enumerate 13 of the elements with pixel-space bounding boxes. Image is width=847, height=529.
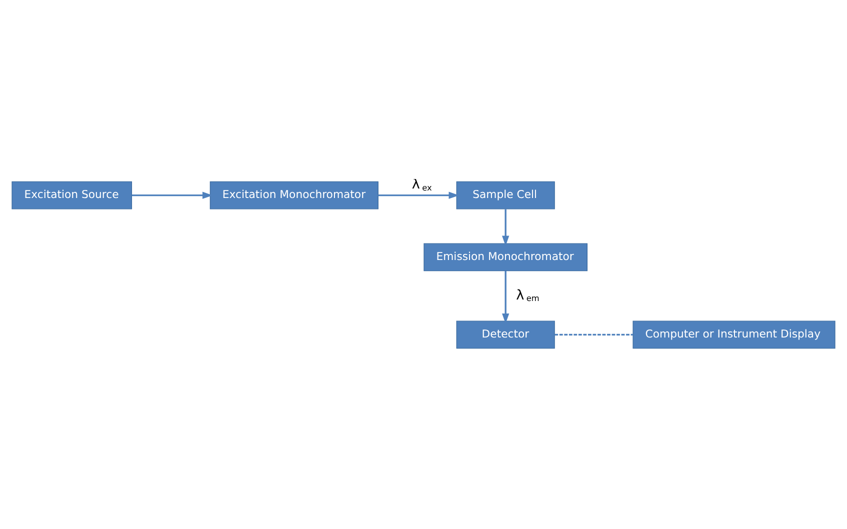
arrow — [378, 191, 459, 198]
edge-label: λem — [516, 286, 540, 303]
node-box: Emission Monochromator — [424, 242, 588, 271]
edge-label: λex — [412, 176, 432, 192]
arrow — [502, 270, 510, 324]
arrow — [502, 208, 510, 246]
node-box: Detector — [456, 320, 555, 348]
node-box: Computer or Instrument Display — [632, 320, 836, 348]
node-box: Excitation Monochromator — [210, 180, 378, 209]
connector — [554, 333, 633, 336]
node-box: Sample Cell — [456, 180, 555, 209]
arrow — [132, 191, 213, 198]
node-box: Excitation Source — [12, 180, 132, 209]
